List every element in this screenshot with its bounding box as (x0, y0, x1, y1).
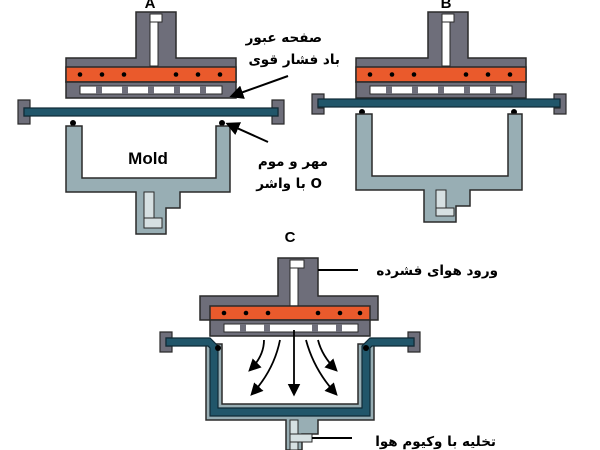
air-flow-arrow-right-2 (305, 339, 338, 396)
air-flow-arrow-left-1 (248, 339, 265, 372)
panel-b: B (311, 0, 567, 223)
plate-pointer-arrow (229, 75, 289, 99)
seal-label-line1: مهر و موم (258, 154, 328, 170)
panel-a: A (17, 0, 285, 235)
seal-dot-c-left (215, 345, 221, 351)
air-flow-arrow-left-2 (250, 339, 281, 396)
perforated-plate-b (355, 81, 527, 99)
perforated-plate-c (209, 319, 371, 337)
mold-c (205, 343, 375, 450)
heater-plate-a (65, 66, 237, 83)
plastic-sheet-b (317, 98, 561, 108)
mold-label: Mold (128, 149, 168, 168)
plastic-sheet-a (23, 107, 279, 117)
panel-c-letter: C (285, 229, 296, 246)
air-flow-arrows (248, 330, 338, 397)
mold-b (355, 113, 523, 223)
plate-label-line2: باد فشار قوی (248, 52, 340, 68)
perforated-plate-a (65, 81, 237, 99)
upper-pressure-box-b (355, 11, 527, 83)
plate-label-line1: صفحه عبور (245, 30, 322, 46)
panel-a-letter: A (145, 0, 156, 12)
air-flow-arrow-right-1 (317, 339, 338, 372)
seal-label-line2: با واشر O (255, 176, 322, 192)
panel-b-letter: B (441, 0, 452, 12)
seal-dot-c-right (363, 345, 369, 351)
seal-dot-a-right (219, 120, 225, 126)
heater-plate-c (209, 305, 371, 321)
formed-plastic-sheet (165, 337, 415, 417)
seal-pointer-arrow (225, 122, 269, 143)
mold-a (65, 125, 231, 235)
vacuum-exhaust-label: تخلیه با وکیوم هوا (375, 434, 496, 450)
heater-plate-b (355, 66, 527, 83)
compressed-air-inlet-label: ورود هوای فشرده (376, 263, 498, 279)
seal-dot-a-left (70, 120, 76, 126)
